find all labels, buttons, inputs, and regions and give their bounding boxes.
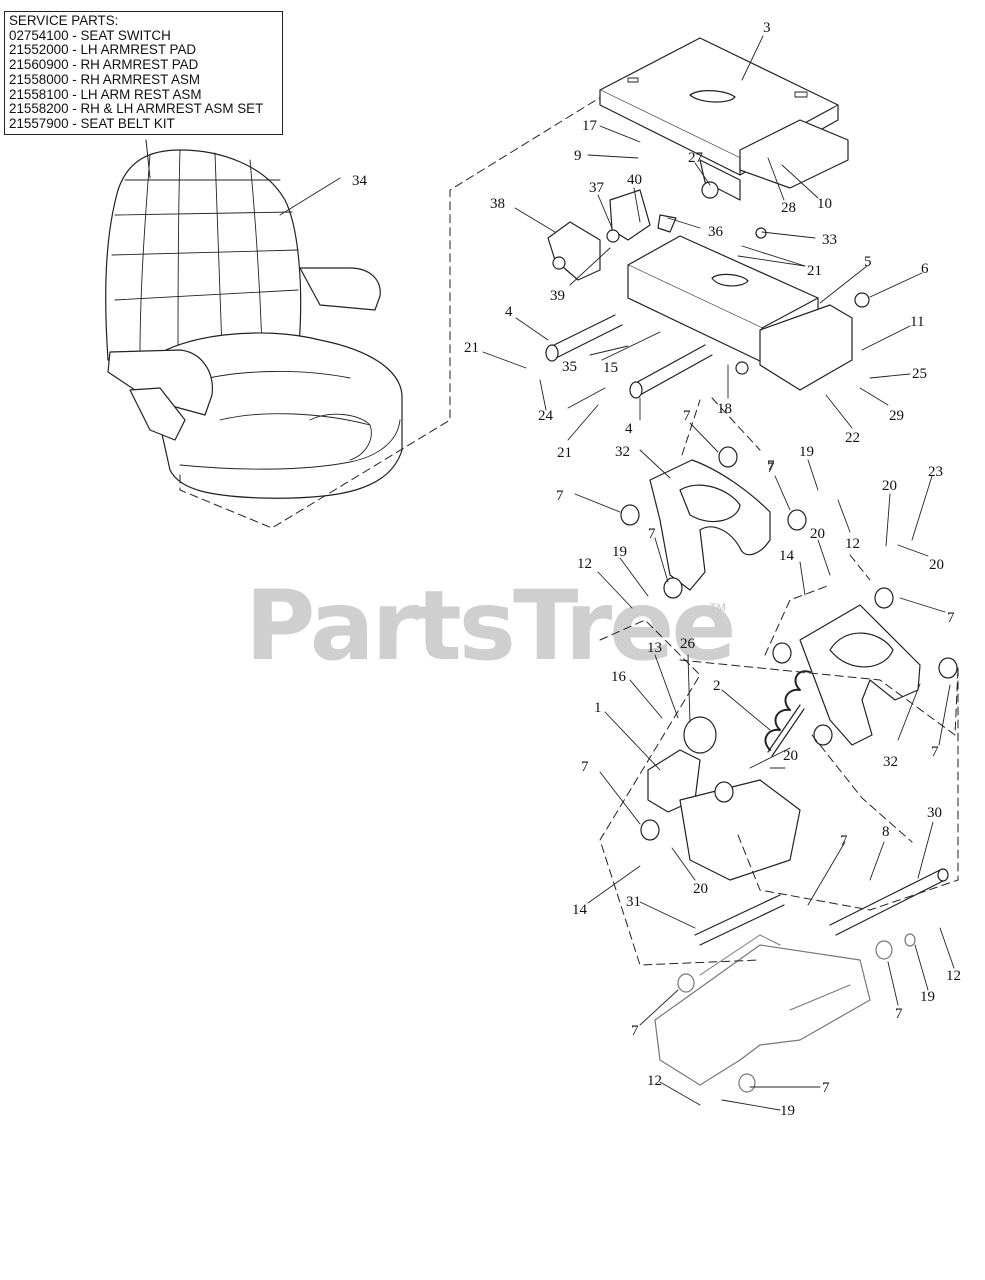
- callout-labels: 3 17 9 27 10 28 38 37 40 36 33 21 5 6 39…: [352, 20, 961, 1119]
- callout-label: 9: [574, 148, 582, 164]
- leader-lines: [279, 35, 955, 1111]
- callout-label: 21: [807, 263, 822, 279]
- callout-label: 20: [929, 557, 944, 573]
- callout-label: 7: [895, 1006, 903, 1022]
- callout-label: 25: [912, 366, 927, 382]
- callout-label: 17: [582, 118, 598, 134]
- callout-label: 30: [927, 805, 942, 821]
- callout-label: 21: [464, 340, 479, 356]
- callout-label: 7: [581, 759, 589, 775]
- callout-label: 7: [767, 458, 775, 474]
- service-parts-box: SERVICE PARTS: 02754100 - SEAT SWITCH 21…: [4, 11, 283, 135]
- service-part-line: 21558200 - RH & LH ARMREST ASM SET: [9, 101, 264, 117]
- callout-label: 32: [615, 444, 630, 460]
- dashed-guide-lines: [599, 397, 959, 966]
- callout-label: 12: [577, 556, 592, 572]
- service-part-line: 21558000 - RH ARMREST ASM: [9, 71, 201, 87]
- watermark-trademark: TM: [710, 602, 726, 614]
- service-part-line: 21558100 - LH ARM REST ASM: [9, 86, 202, 102]
- callout-label: 40: [627, 172, 642, 188]
- callout-label: 3: [763, 20, 771, 36]
- callout-label: 39: [550, 288, 565, 304]
- callout-label: 7: [947, 610, 955, 626]
- callout-label: 14: [572, 902, 588, 918]
- service-part-line: 21552000 - LH ARMREST PAD: [9, 42, 197, 58]
- pivot-mount-drawing: [627, 235, 870, 391]
- callout-label: 7: [631, 1023, 639, 1039]
- callout-label: 27: [688, 150, 704, 166]
- callout-label: 20: [810, 526, 825, 542]
- callout-label: 37: [589, 180, 605, 196]
- callout-label: 26: [680, 636, 696, 652]
- callout-label: 31: [626, 894, 641, 910]
- service-parts-heading: SERVICE PARTS:: [9, 13, 119, 28]
- callout-label: 4: [625, 421, 633, 437]
- callout-label: 12: [647, 1073, 662, 1089]
- upper-arm-drawing: [620, 446, 807, 599]
- callout-label: 20: [783, 748, 798, 764]
- callout-label: 38: [490, 196, 505, 212]
- callout-label: 4: [505, 304, 513, 320]
- top-plate-drawing: [599, 37, 849, 201]
- callout-label: 21: [557, 445, 572, 461]
- seat-assembly-drawing: [105, 139, 403, 499]
- callout-label: 7: [822, 1080, 830, 1096]
- callout-label: 18: [717, 401, 732, 417]
- callout-label: 7: [931, 744, 939, 760]
- callout-label: 7: [556, 488, 564, 504]
- callout-label: 5: [864, 254, 872, 270]
- callout-label: 19: [920, 989, 935, 1005]
- callout-label: 7: [840, 833, 848, 849]
- lower-arm-drawing: [772, 587, 958, 746]
- callout-label: 7: [767, 460, 775, 476]
- callout-label: 32: [883, 754, 898, 770]
- callout-label: 1: [594, 700, 602, 716]
- callout-label: 2: [713, 678, 721, 694]
- callout-label: 16: [611, 669, 627, 685]
- service-part-line: 02754100 - SEAT SWITCH: [9, 27, 171, 43]
- callout-label: 20: [693, 881, 708, 897]
- service-part-line: 21560900 - RH ARMREST PAD: [9, 57, 199, 73]
- callout-label: 15: [603, 360, 618, 376]
- service-part-line: 21557900 - SEAT BELT KIT: [9, 115, 175, 131]
- callout-label: 6: [921, 261, 929, 277]
- callout-label: 12: [845, 536, 860, 552]
- callout-label: 13: [647, 640, 662, 656]
- callout-label: 7: [683, 408, 691, 424]
- callout-label: 20: [882, 478, 897, 494]
- callout-label: 12: [946, 968, 961, 984]
- callout-label: 10: [817, 196, 832, 212]
- callout-label: 28: [781, 200, 796, 216]
- callout-label: 35: [562, 359, 577, 375]
- lower-frame-drawing: [654, 933, 916, 1093]
- callout-label: 24: [538, 408, 554, 424]
- callout-label: 23: [928, 464, 943, 480]
- callout-label: 14: [779, 548, 795, 564]
- callout-label: 34: [352, 173, 368, 189]
- callout-label: 8: [882, 824, 890, 840]
- callout-label: 19: [612, 544, 627, 560]
- callout-label: 33: [822, 232, 837, 248]
- callout-label: 29: [889, 408, 904, 424]
- callout-label: 19: [799, 444, 814, 460]
- callout-label: 36: [708, 224, 724, 240]
- callout-label: 11: [910, 314, 924, 330]
- callout-label: 19: [780, 1103, 795, 1119]
- watermark-logo: PartsTree: [245, 570, 736, 682]
- callout-label: 22: [845, 430, 860, 446]
- callout-label: 7: [648, 526, 656, 542]
